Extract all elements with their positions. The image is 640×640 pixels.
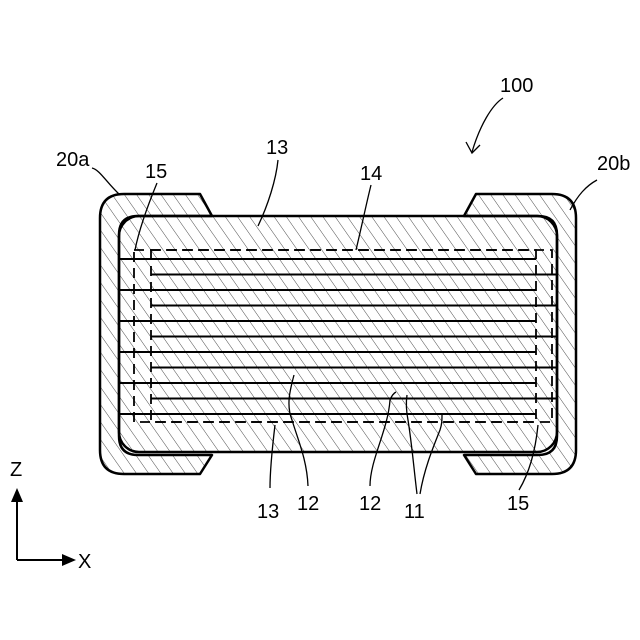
axis-z-arrowhead xyxy=(11,488,23,502)
label-15-left: 15 xyxy=(145,161,167,183)
label-13-top: 13 xyxy=(266,137,288,159)
label-14: 14 xyxy=(360,163,382,185)
label-100: 100 xyxy=(500,75,533,97)
arrow-100-shaft xyxy=(472,98,503,152)
label-12-a: 12 xyxy=(297,493,319,515)
label-12-b: 12 xyxy=(359,493,381,515)
label-20a: 20a xyxy=(56,149,90,171)
label-20b: 20b xyxy=(597,153,630,175)
ceramic-body xyxy=(119,216,557,452)
leader-20a xyxy=(92,168,120,195)
label-11: 11 xyxy=(404,501,425,523)
label-15-right: 15 xyxy=(507,493,529,515)
axis-z-label: Z xyxy=(10,459,22,481)
axis-x-label: X xyxy=(78,551,91,573)
axis-indicator: Z X xyxy=(10,459,91,573)
label-13-bottom: 13 xyxy=(257,501,279,523)
axis-x-arrowhead xyxy=(62,554,76,566)
label-11-a: 11 xyxy=(404,501,425,523)
